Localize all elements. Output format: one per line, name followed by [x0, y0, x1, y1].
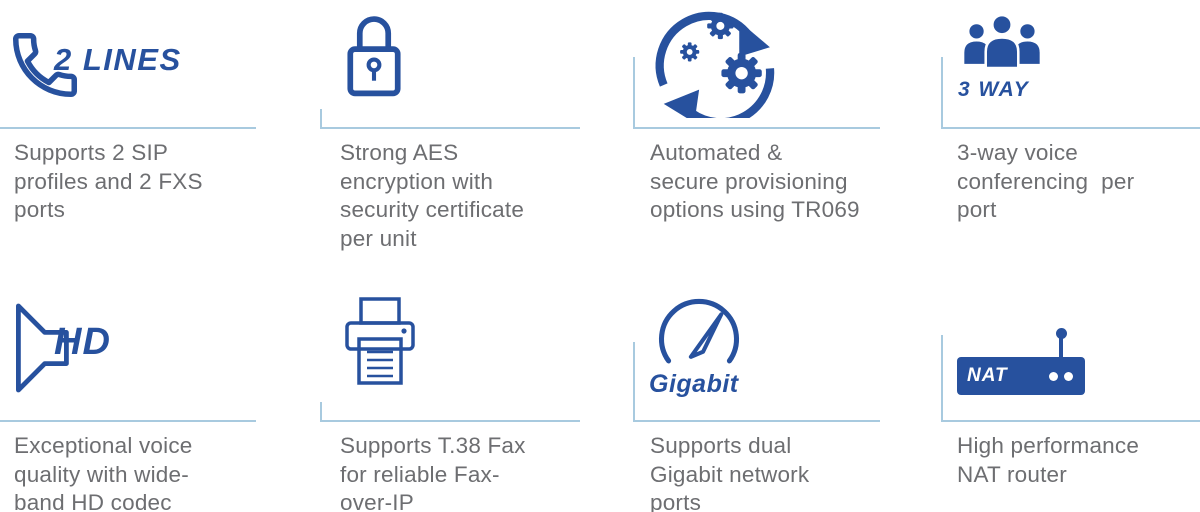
feature-description: Supports T.38 Fax for reliable Fax- over… — [340, 433, 526, 512]
antenna-icon — [1055, 328, 1067, 357]
two-lines-badge: 2 LINES — [54, 42, 182, 77]
router-icon: NAT — [957, 328, 1085, 395]
speedometer-icon — [659, 299, 739, 364]
divider-line — [320, 127, 580, 129]
feature-description: Exceptional voice quality with wide- ban… — [14, 433, 193, 512]
feature-description: Automated & secure provisioning options … — [650, 140, 860, 222]
feature-aes-encryption: Strong AES encryption with security cert… — [320, 0, 633, 287]
divider-line — [0, 420, 256, 422]
divider-corner-line — [320, 109, 322, 127]
feature-gigabit: Gigabit Supports dual Gigabit network po… — [633, 287, 941, 512]
divider-line — [0, 127, 256, 129]
router-led-dot — [1049, 372, 1058, 381]
router-led-dot — [1064, 372, 1073, 381]
hd-badge: HD — [54, 321, 111, 363]
divider-line — [320, 420, 580, 422]
divider-line — [633, 127, 880, 129]
gigabit-badge: Gigabit — [649, 370, 739, 398]
phone-handset-icon — [12, 32, 78, 98]
divider-line — [941, 420, 1200, 422]
divider-corner-line — [941, 335, 943, 420]
three-way-badge: 3 WAY — [958, 78, 1030, 101]
divider-corner-line — [320, 402, 322, 420]
divider-corner-line — [633, 57, 635, 127]
divider-line — [633, 420, 880, 422]
speaker-icon — [15, 303, 69, 393]
feature-description: High performance NAT router — [957, 433, 1140, 487]
nat-badge: NAT — [967, 365, 1008, 386]
feature-2-lines: 2 LINES Supports 2 SIP profiles and 2 FX… — [0, 0, 320, 287]
people-group-icon — [964, 13, 1040, 68]
feature-3-way-conferencing: 3 WAY 3-way voice conferencing per port — [941, 0, 1200, 287]
feature-nat-router: NAT High performance NAT router — [941, 287, 1200, 512]
fax-machine-icon — [345, 297, 415, 385]
feature-t38-fax: Supports T.38 Fax for reliable Fax- over… — [320, 287, 633, 512]
feature-description: 3-way voice conferencing per port — [957, 140, 1135, 222]
divider-corner-line — [941, 57, 943, 127]
divider-line — [941, 127, 1200, 129]
gears-sync-icon — [655, 11, 775, 118]
feature-description: Supports dual Gigabit network ports — [650, 433, 810, 512]
feature-description: Supports 2 SIP profiles and 2 FXS ports — [14, 140, 203, 222]
feature-provisioning: Automated & secure provisioning options … — [633, 0, 941, 287]
feature-hd-voice: HD Exceptional voice quality with wide- … — [0, 287, 320, 512]
padlock-icon — [347, 16, 401, 97]
feature-description: Strong AES encryption with security cert… — [340, 140, 525, 251]
divider-corner-line — [633, 342, 635, 420]
